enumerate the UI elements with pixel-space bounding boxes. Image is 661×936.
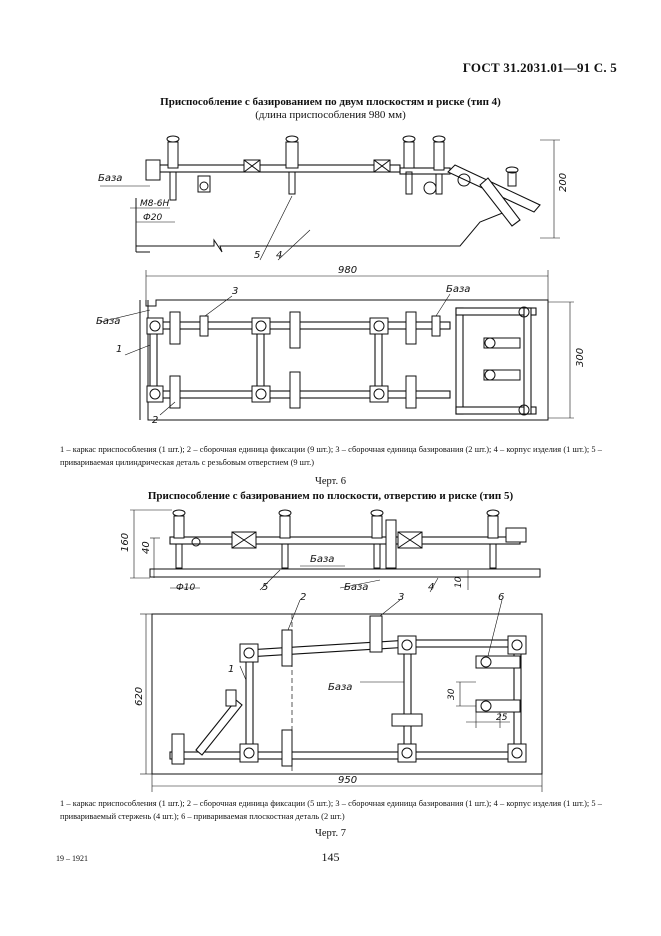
fig6-label-thread: М8-6Н xyxy=(140,199,169,209)
fig6-label-200: 200 xyxy=(558,173,569,192)
fig6-title: Приспособление с базированием по двум пл… xyxy=(160,96,501,108)
fig7-label-diam: Ф10 xyxy=(176,583,195,593)
fig7-label-10: 10 xyxy=(454,576,464,588)
footer-print-code: 19 – 1921 xyxy=(56,854,88,863)
fig6-label-1: 1 xyxy=(116,344,122,355)
fig7-label-3: 3 xyxy=(398,592,404,603)
fig6-label-3: 3 xyxy=(232,286,238,297)
fig7-label-baza-plan: База xyxy=(328,682,352,693)
fig7-label-5: 5 xyxy=(262,582,268,593)
fig6-elevation xyxy=(100,135,560,261)
fig7-label-620: 620 xyxy=(134,687,145,706)
fig6-chert: Черт. 6 xyxy=(315,476,346,487)
fig6-label-980: 980 xyxy=(338,265,357,276)
fig7-label-4: 4 xyxy=(428,582,434,593)
fig6-caption: 1 – каркас приспособления (1 шт.); 2 – с… xyxy=(60,445,602,467)
fig7-label-40: 40 xyxy=(141,541,152,554)
fig7-label-30: 30 xyxy=(447,688,457,700)
fig7-label-baza-a: База xyxy=(310,554,334,565)
fig6-label-300: 300 xyxy=(575,348,586,367)
fig7-label-1: 1 xyxy=(228,664,234,675)
fig7-label-25: 25 xyxy=(496,713,508,723)
fig6-label-baza-plan-right: База xyxy=(446,284,470,295)
fig6-label-baza-plan-left: База xyxy=(96,316,120,327)
fig7-label-6: 6 xyxy=(498,592,504,603)
fig7-chert: Черт. 7 xyxy=(315,828,346,839)
fig6-subtitle: (длина приспособления 980 мм) xyxy=(255,109,406,121)
standard-header: ГОСТ 31.2031.01—91 С. 5 xyxy=(462,60,617,75)
fig7-plan xyxy=(140,599,543,792)
fig6-label-4: 4 xyxy=(276,250,282,261)
page-number: 145 xyxy=(321,850,340,864)
fig7-label-baza-b: База xyxy=(344,582,368,593)
fig6-label-2: 2 xyxy=(152,415,158,426)
fig6-plan xyxy=(99,270,574,421)
fig7-elevation xyxy=(130,509,541,593)
fig7-label-160: 160 xyxy=(120,533,131,552)
fig6-label-5: 5 xyxy=(254,250,260,261)
fig7-label-950: 950 xyxy=(338,775,357,786)
fig6-label-diam: Ф20 xyxy=(143,213,162,223)
fig7-caption: 1 – каркас приспособления (1 шт.); 2 – с… xyxy=(60,799,602,821)
fig7-title: Приспособление с базированием по плоскос… xyxy=(147,490,514,502)
fig6-label-baza-top: База xyxy=(98,173,122,184)
fig7-label-2: 2 xyxy=(300,592,306,603)
